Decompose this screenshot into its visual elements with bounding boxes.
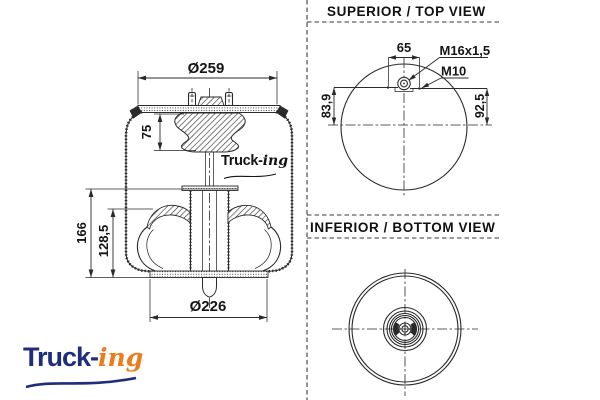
right-panels: SUPERIOR / TOP VIEW INFERIOR / BOTTOM VI… xyxy=(306,0,500,400)
rolling-lobes xyxy=(136,204,282,272)
bump-stop xyxy=(174,112,246,186)
top-plate-curl-left xyxy=(129,105,142,119)
bottom-pin xyxy=(202,277,217,298)
bellows-outer-wall xyxy=(124,110,294,273)
dim-bottom-diameter: Ø226 xyxy=(149,279,268,322)
label-thread-large: M16x1,5 xyxy=(408,43,491,81)
panel-borders xyxy=(306,0,500,400)
watermark-text-truck: Truck- xyxy=(221,153,263,169)
svg-text:83,9: 83,9 xyxy=(320,94,334,118)
dim-label-stud-spacing: 65 xyxy=(397,40,411,55)
air-inlet-boss xyxy=(197,96,225,106)
watermark-swoosh xyxy=(223,173,277,180)
stud-port xyxy=(397,76,411,91)
brand-text-truck: Truck- xyxy=(23,342,99,372)
stud-left xyxy=(187,91,197,107)
watermark-logo: Truck-ing xyxy=(221,152,289,180)
bottom-view-title: INFERIOR / BOTTOM VIEW xyxy=(310,220,495,235)
dim-label-lobe-height: 128,5 xyxy=(96,225,111,258)
watermark-text-ing: ing xyxy=(262,153,289,169)
svg-text:M10: M10 xyxy=(441,64,466,79)
top-view-title: SUPERIOR / TOP VIEW xyxy=(327,4,486,19)
piston xyxy=(181,185,239,271)
svg-text:M16x1,5: M16x1,5 xyxy=(440,43,491,58)
bottom-hub xyxy=(382,306,428,352)
brand-text-ing: ing xyxy=(98,343,144,372)
dim-left-offset: 83,9 xyxy=(320,87,337,125)
dim-stud-spacing: 65 xyxy=(386,40,421,90)
svg-text:92,5: 92,5 xyxy=(473,94,487,118)
brand-swoosh xyxy=(25,376,137,389)
dim-label-total-height: 166 xyxy=(74,222,89,244)
dim-label-bumper-height: 75 xyxy=(139,125,154,139)
label-thread-small: M10 xyxy=(421,64,469,89)
dim-total-height: 166 xyxy=(74,188,238,278)
bottom-plate xyxy=(149,270,269,278)
bottom-view-drawing xyxy=(332,269,478,396)
top-view-drawing: 65 M16x1,5 M10 83,9 xyxy=(320,40,492,198)
piston-top-plate xyxy=(181,185,239,191)
dim-right-offset: 92,5 xyxy=(473,88,490,125)
dim-label-bottom-diameter: Ø226 xyxy=(190,298,227,315)
dim-label-top-diameter: Ø259 xyxy=(188,60,225,77)
side-view-drawing: Ø259 xyxy=(74,60,294,322)
dim-top-diameter: Ø259 xyxy=(137,60,278,105)
dim-bumper-height: 75 xyxy=(139,113,196,151)
brand-logo: Truck-ing xyxy=(23,342,144,389)
top-plate-curl-right xyxy=(276,105,289,119)
dim-lobe-height: 128,5 xyxy=(96,208,153,278)
stud-right xyxy=(224,91,234,107)
